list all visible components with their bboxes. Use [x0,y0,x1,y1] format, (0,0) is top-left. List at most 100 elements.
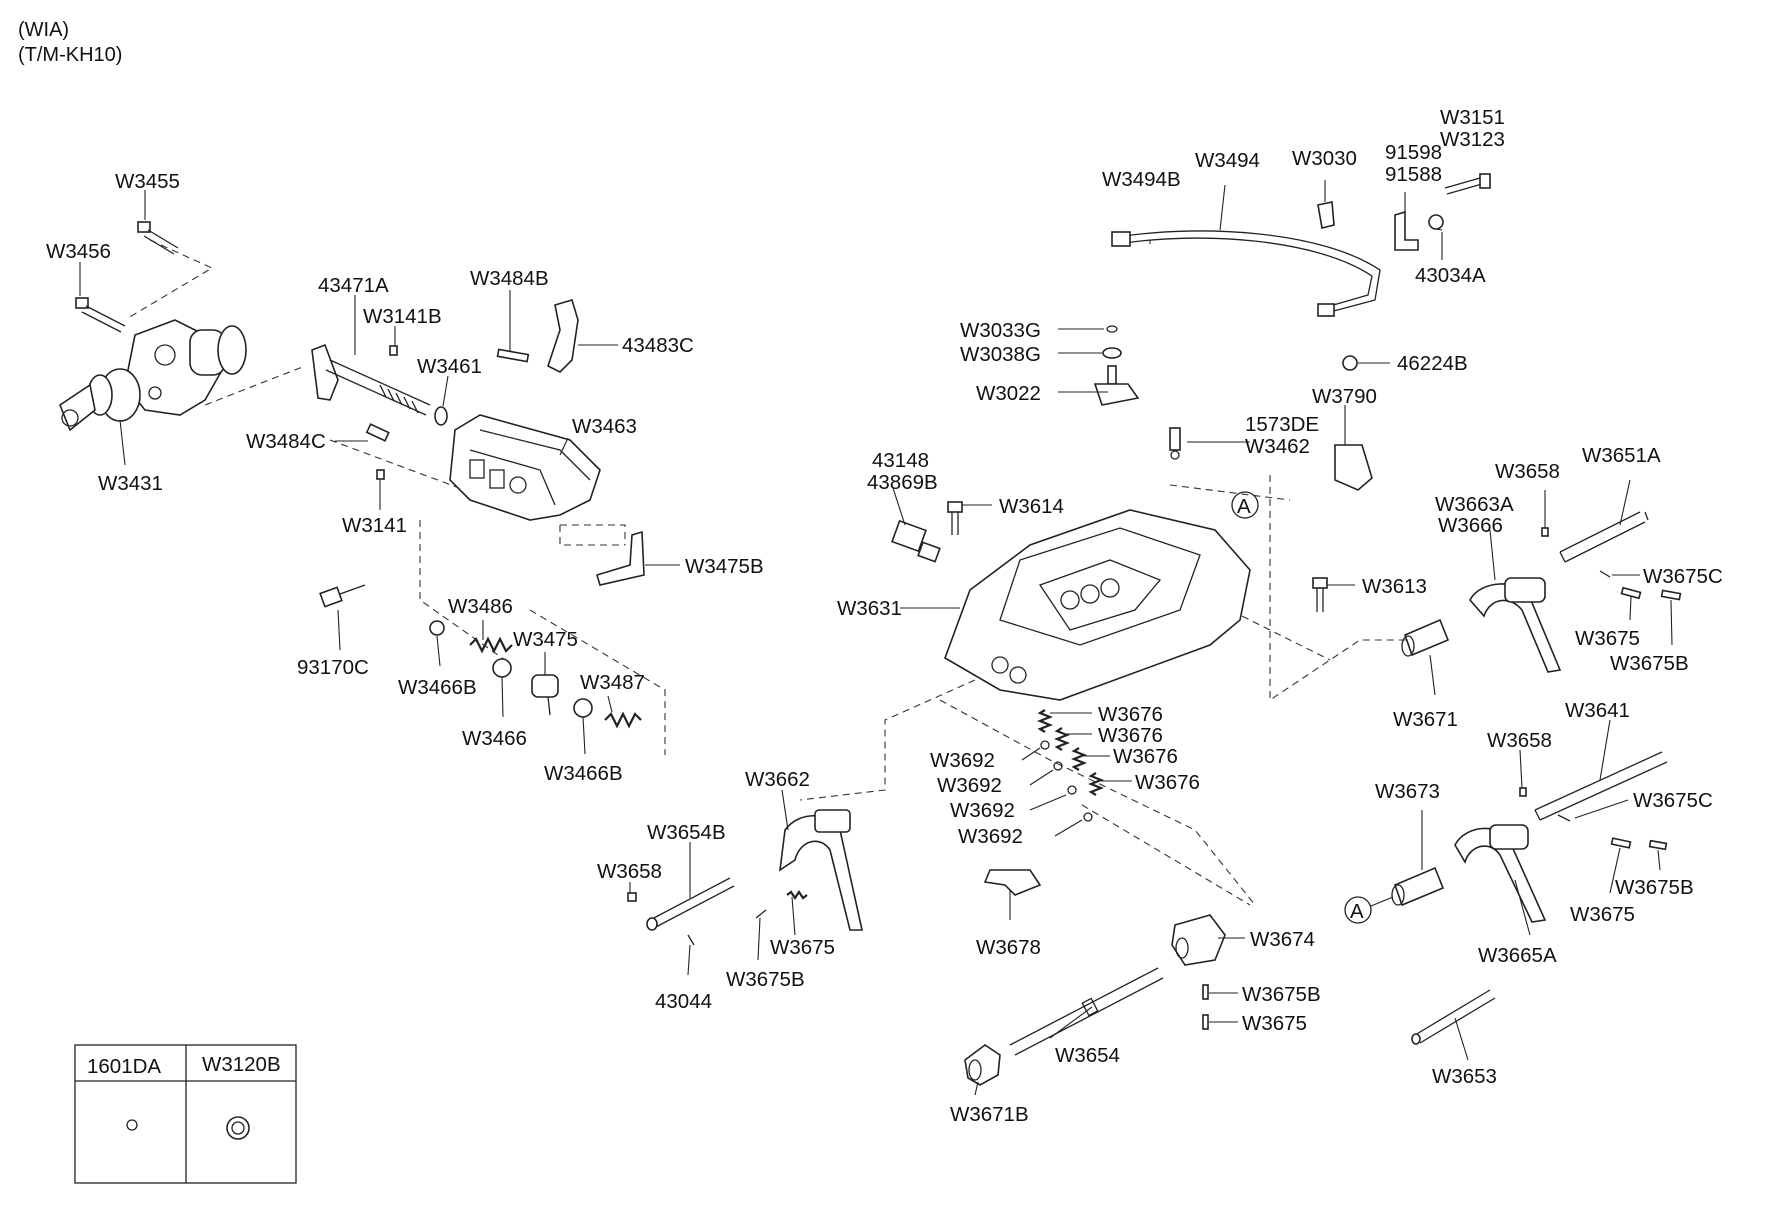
label-w3674: W3674 [1250,928,1315,951]
label-w3463: W3463 [572,415,637,438]
shift-rod-w3653-icon [1411,989,1496,1045]
label-w3675c-1: W3675C [1643,565,1723,588]
pin-w3675b-icon [755,909,767,919]
label-w3675-3: W3675 [1575,627,1640,650]
label-w3692-1: W3692 [930,749,995,772]
label-w3651a: W3651A [1582,444,1661,467]
shift-fork-w3666-icon [1469,577,1562,673]
label-w3614: W3614 [999,495,1064,518]
label-w3653: W3653 [1432,1065,1497,1088]
nut-46224b-icon [1342,355,1358,371]
pin-w3675b-2-icon [1202,984,1209,1000]
label-w3466b-2: W3466B [544,762,623,785]
label-w3484b: W3484B [470,267,549,290]
label-w3678: W3678 [976,936,1041,959]
shift-rod-w3654b-icon [646,877,735,931]
label-w3675-1: W3675 [770,936,835,959]
pin-w3658-2-icon [1541,527,1549,537]
label-w3462: W3462 [1245,435,1310,458]
washer-w3466-icon [492,658,512,678]
label-w3631: W3631 [837,597,902,620]
label-w3475b: W3475B [685,555,764,578]
pin-w3675b-3-icon [1660,589,1682,601]
switch-43148-icon [891,519,941,563]
label-w3658-3: W3658 [1487,729,1552,752]
clip-w3030-icon [1317,201,1335,229]
label-w3663a: W3663A [1435,493,1514,516]
sensor-93170c-icon [319,584,366,608]
label-46224b: 46224B [1397,352,1468,375]
label-43044: 43044 [655,990,712,1013]
assembly-dashed-lines [127,239,1430,906]
o-ring-w3033g-icon [1106,325,1118,333]
pin-w3658-3-icon [1519,787,1527,797]
pin-w3675c-icon [1599,570,1611,578]
label-w3641: W3641 [1565,699,1630,722]
label-w3666: W3666 [1438,514,1503,537]
shift-lever-shaft-icon [311,343,431,416]
vent-1573de-icon [1169,427,1181,460]
label-w3673: W3673 [1375,780,1440,803]
label-w3692-3: W3692 [950,799,1015,822]
label-w3676-4: W3676 [1135,771,1200,794]
label-w3675b-1: W3675B [726,968,805,991]
pin-w3141-icon [376,469,385,480]
pin-w3675-2-icon [1202,1014,1209,1030]
label-w3141b: W3141B [363,305,442,328]
label-91598: 91598 [1385,141,1442,164]
bolt-w3455-icon [137,221,179,255]
label-43148: 43148 [872,449,929,472]
shift-actuator-assembly [59,319,247,432]
header-line-1: (WIA) [18,19,69,41]
label-w3151: W3151 [1440,106,1505,129]
bolt-w3614-icon [947,501,963,535]
label-w3466: W3466 [462,727,527,750]
pin-w3658-icon [627,892,637,902]
label-w3486: W3486 [448,595,513,618]
label-w3455: W3455 [115,170,180,193]
shift-fork-w3662-icon [778,809,863,931]
label-w3484c: W3484C [246,430,326,453]
label-w3466b-1: W3466B [398,676,477,699]
ref-a-label-1: A [1237,495,1251,518]
breather-cable-w3494-icon [1111,230,1381,317]
shift-rail-w3641-icon [1534,751,1668,821]
label-w3487: W3487 [580,671,645,694]
ref-a-label-2: A [1350,900,1364,923]
ref-a-circle-2 [1344,896,1372,924]
shift-housing-w3463-icon [449,414,601,521]
label-1573de: 1573DE [1245,413,1319,436]
label-w3676-2: W3676 [1098,724,1163,747]
label-91588: 91588 [1385,163,1442,186]
bolt-w3151-icon [1444,173,1491,195]
part-labels: W3455 W3456 W3431 43471A W3141B W3484B 4… [46,106,1723,1126]
pin-w3141b-icon [389,345,398,356]
label-w3654b: W3654B [647,821,726,844]
spring-w3486-icon [469,636,513,654]
spring-w3487-icon [604,711,642,729]
lever-43483c-icon [547,299,579,373]
lever-w3475b-icon [596,530,645,586]
pin-43044-icon [687,934,695,946]
label-w3675b-4: W3675B [1615,876,1694,899]
label-w3692-4: W3692 [958,825,1023,848]
ref-a-circle-1 [1231,491,1259,519]
label-w3038g: W3038G [960,343,1041,366]
leader-lines [79,180,1673,1096]
label-w3671b: W3671B [950,1103,1029,1126]
washer-w3038g-icon [1102,347,1122,359]
label-w3494: W3494 [1195,149,1260,172]
shift-fork-w3665a-icon [1454,824,1547,923]
label-w3662: W3662 [745,768,810,791]
label-43869b: 43869B [867,471,938,494]
label-43483c: 43483C [622,334,694,357]
bolt-w3613-icon [1312,577,1328,612]
label-w3790: W3790 [1312,385,1377,408]
label-w3475: W3475 [513,628,578,651]
label-w3461: W3461 [417,355,482,378]
pin-w3675-4-icon [1610,837,1632,849]
label-w3494b: W3494B [1102,168,1181,191]
legend-col1-header: 1601DA [87,1055,161,1078]
label-w3665a: W3665A [1478,944,1557,967]
label-w3030: W3030 [1292,147,1357,170]
